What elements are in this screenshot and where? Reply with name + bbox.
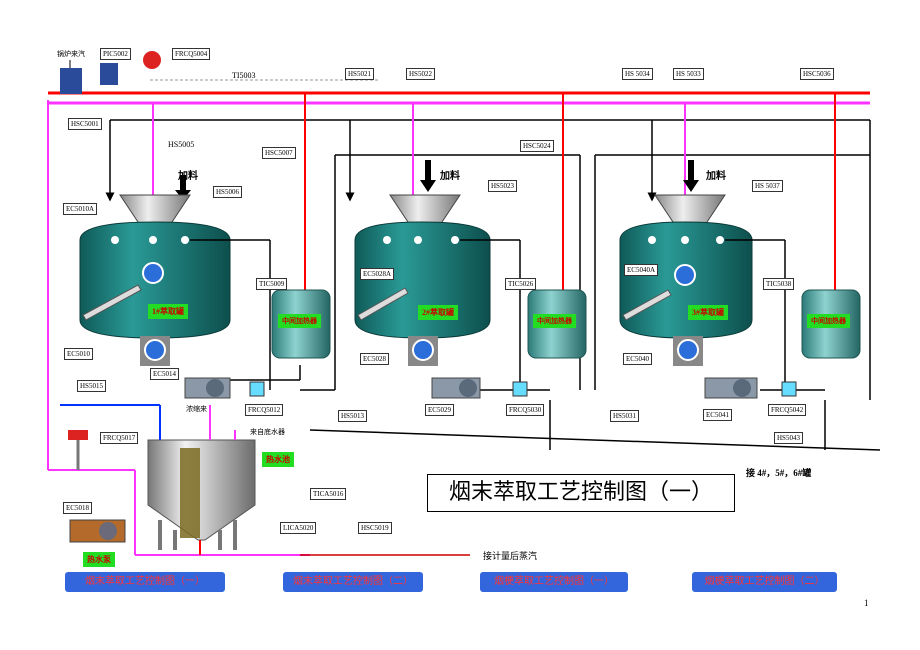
tic5026-tag[interactable]: TIC5026 [505,278,537,290]
ec5028-tag[interactable]: EC5028 [360,353,389,365]
hs5022-tag[interactable]: HS5022 [406,68,435,80]
pic5002-tag[interactable]: PIC5002 [100,48,131,60]
ec5014-tag[interactable]: EC5014 [150,368,179,380]
hot-water-tank-label: 热水池 [262,452,294,467]
hsc5024-tag[interactable]: HSC5024 [520,140,554,152]
hs5006-tag[interactable]: HS5006 [213,186,242,198]
frcq5012-tag[interactable]: FRCQ5012 [245,404,284,416]
next-tanks-label: 接 4#，5#，6#罐 [746,468,812,478]
tank-2-label: 2#萃取罐 [418,305,458,320]
tank-1-label: 1#萃取罐 [148,304,188,319]
feed-label-1: 加料 [178,171,198,182]
hs5015-tag[interactable]: HS5015 [77,380,106,392]
hs5033-tag[interactable]: HS 5033 [673,68,704,80]
ec5010a-tag[interactable]: EC5010A [63,203,97,215]
frcq5030-tag[interactable]: FRCQ5030 [506,404,545,416]
hs5043-tag[interactable]: HS5043 [774,432,803,444]
heater-3-label: 中间加热器 [807,314,850,328]
nav-button-4[interactable]: 烟梗萃取工艺控制图（二） [692,572,837,592]
tic5038-tag[interactable]: TIC5038 [763,278,795,290]
tank-3-label: 3#萃取罐 [688,305,728,320]
hsc5001-tag[interactable]: HSC5001 [68,118,102,130]
hot-water-pump-label: 热水泵 [83,552,115,567]
hs5013-tag[interactable]: HS5013 [338,410,367,422]
hsc5007-tag[interactable]: HSC5007 [262,147,296,159]
concentrate-label: 浓缩来 [186,405,207,413]
heater-2-label: 中间加热器 [533,314,576,328]
frcq5042-tag[interactable]: FRCQ5042 [768,404,807,416]
frcq5004-tag[interactable]: FRCQ5004 [172,48,211,60]
ec5018-tag[interactable]: EC5018 [63,502,92,514]
ec5041-tag[interactable]: EC5041 [703,409,732,421]
diagram-title: 烟末萃取工艺控制图（一） [427,474,735,512]
nav-button-2[interactable]: 烟末萃取工艺控制图（二） [283,572,423,592]
nav-button-1[interactable]: 烟末萃取工艺控制图（一） [65,572,225,592]
lica5020-tag[interactable]: LICA5020 [280,522,317,534]
hsc5036-tag[interactable]: HSC5036 [800,68,834,80]
hs5034-tag[interactable]: HS 5034 [622,68,653,80]
ec5040-tag[interactable]: EC5040 [623,353,652,365]
ec5029-tag[interactable]: EC5029 [425,404,454,416]
heater-1-label: 中间加热器 [278,314,321,328]
tap-water-label: 来自底水器 [250,428,285,436]
ec5028a-tag[interactable]: EC5028A [360,268,394,280]
tic5009-tag[interactable]: TIC5009 [256,278,288,290]
hs5021-tag[interactable]: HS5021 [345,68,374,80]
hs5037-tag[interactable]: HS 5037 [752,180,783,192]
feed-label-2: 加料 [440,171,460,182]
ec5010-tag[interactable]: EC5010 [64,348,93,360]
hs5023-tag[interactable]: HS5023 [488,180,517,192]
tica5016-tag[interactable]: TICA5016 [310,488,347,500]
feed-label-3: 加料 [706,171,726,182]
hsc5019-tag[interactable]: HSC5019 [358,522,392,534]
steam-note: 接计量后蒸汽 [483,551,538,561]
ec5040a-tag[interactable]: EC5040A [624,264,658,276]
page-number: 1 [864,598,869,608]
steam-inlet-label: 锅炉来汽 [57,50,85,58]
hs5031-tag[interactable]: HS5031 [610,410,639,422]
ti5003-tag[interactable]: TI5003 [232,71,256,80]
hs5005-tag[interactable]: HS5005 [168,140,195,149]
nav-button-3[interactable]: 烟梗萃取工艺控制图（一） [480,572,628,592]
frcq5017-tag[interactable]: FRCQ5017 [100,432,139,444]
